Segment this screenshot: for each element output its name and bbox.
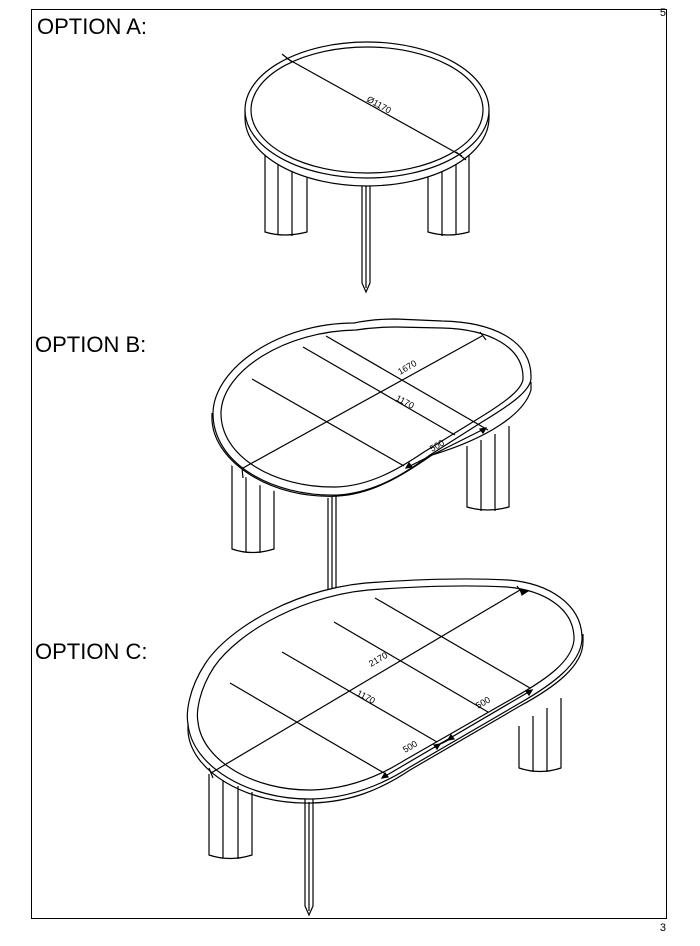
- option-a-title: OPTION A:: [37, 14, 148, 39]
- option-c-title: OPTION C:: [35, 639, 148, 664]
- option-b-title: OPTION B:: [35, 332, 147, 357]
- drawing-frame: [31, 9, 667, 919]
- option-c-back-leg: [304, 798, 314, 917]
- option-a-back-leg: [361, 176, 371, 294]
- option-b-right-leg: [466, 426, 510, 511]
- option-b-leaf-seam-2: [302, 346, 456, 436]
- page-number-bottom: 3: [659, 922, 666, 934]
- option-c-leaf-seam-2: [281, 651, 438, 743]
- option-c-leaf-seam-4: [374, 597, 531, 689]
- option-b-leaf-seam-1: [251, 378, 405, 467]
- option-c-drawing: 2170 1170 500 500: [186, 578, 584, 917]
- option-b-drawing: 1670 1170 500: [211, 318, 532, 612]
- option-c-tabletop: [186, 578, 584, 804]
- page-number-top: 5: [659, 7, 666, 19]
- option-c-leaf-seam-3: [333, 621, 489, 713]
- option-a-drawing: Ø1170: [244, 41, 490, 294]
- option-a-tabletop: [244, 41, 490, 187]
- option-c-right-leg: [518, 698, 562, 773]
- option-c-leaf-seam-1: [229, 682, 385, 774]
- option-c-left-leg: [208, 774, 253, 860]
- option-b-tabletop: [211, 318, 532, 499]
